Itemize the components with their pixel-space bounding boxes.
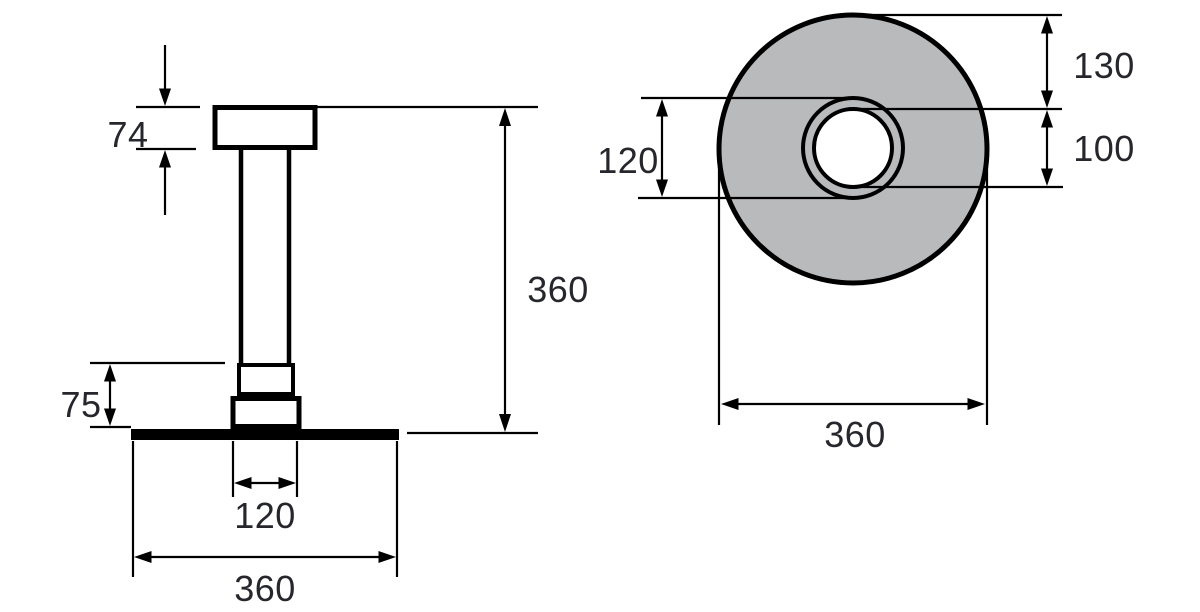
dim-label-inlet-diameter: 100 — [1073, 128, 1135, 169]
arrowhead-up-icon — [499, 108, 511, 126]
dim-label-bracket-height: 74 — [107, 114, 148, 155]
shower-arm-pipe — [238, 150, 292, 365]
dim-connector-height: 75 — [60, 361, 225, 429]
arrowhead-left-icon — [234, 477, 252, 489]
arrowhead-up-icon — [1041, 16, 1053, 34]
arrowhead-right-icon — [378, 551, 396, 563]
connector-upper-step — [237, 363, 295, 396]
dim-head-width: 360 — [131, 441, 399, 609]
dim-connector-width: 120 — [231, 441, 299, 536]
dim-label-head-diameter: 360 — [824, 414, 886, 455]
inlet-ring-outer — [801, 96, 905, 200]
arrowhead-down-icon — [499, 414, 511, 432]
arrowhead-right-icon — [278, 477, 296, 489]
dim-label-ring-diameter: 120 — [597, 140, 659, 181]
dim-bracket-height: 74 — [107, 45, 200, 215]
connector-lower-step — [230, 396, 302, 429]
dim-overall-height: 360 — [407, 108, 589, 435]
arrowhead-up-icon — [656, 99, 668, 117]
dim-label-overall-height: 360 — [527, 269, 589, 310]
dim-head-diameter: 360 — [717, 152, 989, 455]
dim-label-head-width: 360 — [234, 568, 296, 609]
inlet-hole — [812, 107, 894, 189]
dim-label-connector-height: 75 — [60, 384, 101, 425]
arrowhead-down-icon — [104, 408, 116, 426]
top-view: 120 130 100 360 — [597, 12, 1135, 455]
arrowhead-down-icon — [656, 179, 668, 197]
ceiling-mount-bracket — [212, 105, 318, 150]
arrowhead-left-icon — [721, 398, 739, 410]
arrowhead-down-icon — [159, 88, 171, 106]
dim-label-connector-width: 120 — [234, 495, 296, 536]
arrowhead-down-icon — [1041, 90, 1053, 108]
dim-label-edge-to-inlet: 130 — [1073, 45, 1135, 86]
arrowhead-right-icon — [967, 398, 985, 410]
arrowhead-up-icon — [1041, 110, 1053, 128]
side-view: 74 360 75 120 — [60, 45, 588, 609]
dim-edge-to-inlet: 130 — [1041, 16, 1135, 108]
arrowhead-left-icon — [134, 551, 152, 563]
dim-ring-diameter: 120 — [597, 99, 668, 197]
arrowhead-up-icon — [159, 150, 171, 168]
arrowhead-down-icon — [1041, 168, 1053, 186]
shower-head-side-profile — [131, 429, 399, 440]
dim-inlet-diameter: 100 — [1041, 110, 1135, 186]
arrowhead-up-icon — [104, 364, 116, 382]
